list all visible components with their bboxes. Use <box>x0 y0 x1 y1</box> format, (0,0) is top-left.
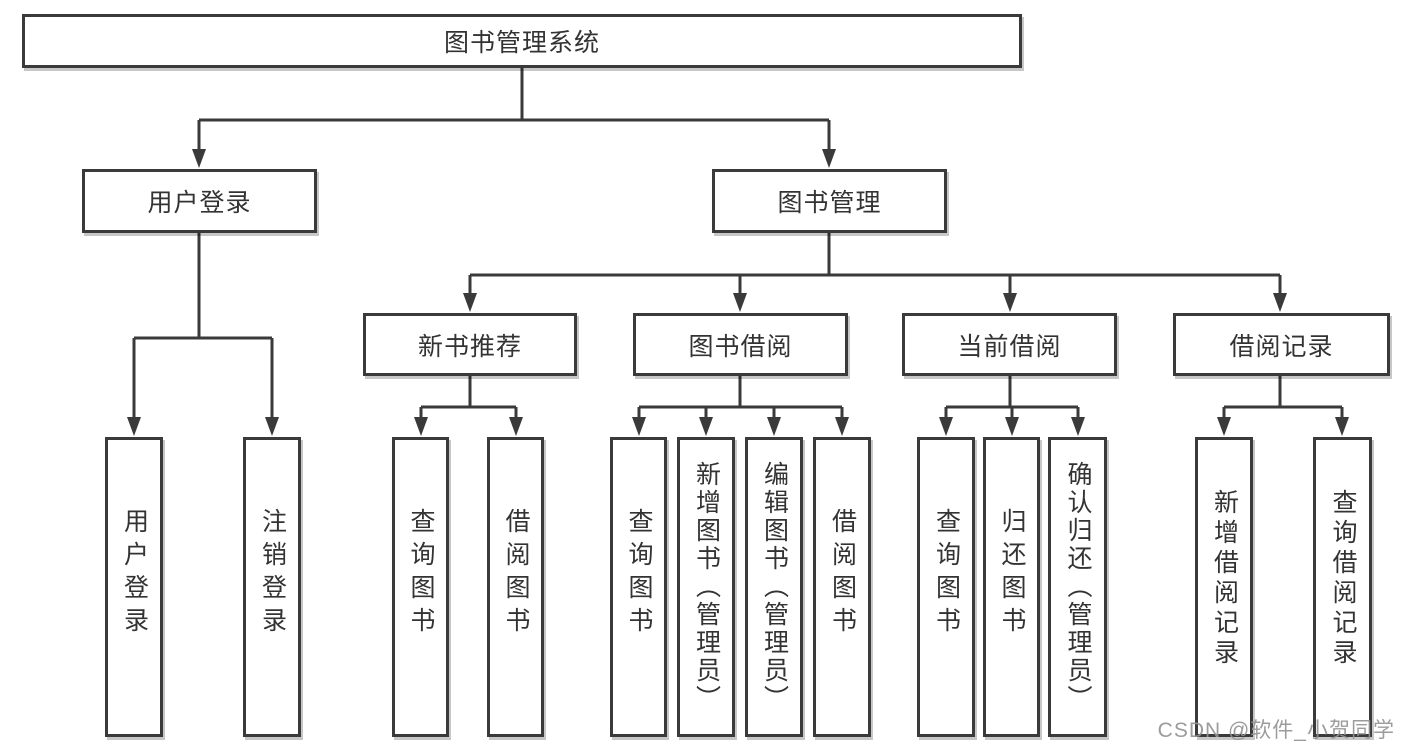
leaf-current-query-books: 查询图书 <box>917 437 975 737</box>
node-current-borrowing: 当前借阅 <box>902 313 1117 376</box>
node-book-borrowing: 图书借阅 <box>633 313 848 376</box>
leaf-label: 新增借阅记录 <box>1210 489 1239 669</box>
leaf-label: 借阅图书 <box>502 508 530 640</box>
node-label: 图书管理 <box>777 189 882 217</box>
leaf-current-return-books: 归还图书 <box>983 437 1040 737</box>
node-borrow-records: 借阅记录 <box>1173 313 1390 376</box>
leaf-borrow-borrow-books: 借阅图书 <box>813 437 871 737</box>
node-label: 当前借阅 <box>957 332 1062 361</box>
leaf-label: 查询图书 <box>407 508 435 640</box>
leaf-label: 借阅图书 <box>828 508 857 640</box>
leaf-user-login: 用户登录 <box>105 437 163 737</box>
leaf-label: 查询图书 <box>932 508 961 640</box>
leaf-label: 编辑图书（管理员） <box>760 461 789 713</box>
leaf-label: 用户登录 <box>120 508 149 640</box>
node-label: 新书推荐 <box>417 332 522 361</box>
leaf-records-add-record: 新增借阅记录 <box>1195 437 1253 737</box>
node-library-system: 图书管理系统 <box>22 14 1022 68</box>
leaf-current-confirm-return-admin: 确认归还（管理员） <box>1048 437 1107 737</box>
node-label: 图书借阅 <box>688 332 793 361</box>
node-book-management: 图书管理 <box>712 169 947 233</box>
node-label: 用户登录 <box>147 189 252 217</box>
leaf-newrec-borrow-books: 借阅图书 <box>487 437 544 737</box>
node-new-book-recommend: 新书推荐 <box>363 313 577 376</box>
node-label: 借阅记录 <box>1229 332 1334 361</box>
leaf-label: 查询借阅记录 <box>1329 489 1357 669</box>
node-label: 图书管理系统 <box>443 29 600 57</box>
leaf-label: 确认归还（管理员） <box>1064 461 1092 713</box>
leaf-label: 注销登录 <box>258 508 287 640</box>
leaf-borrow-edit-books-admin: 编辑图书（管理员） <box>745 437 803 737</box>
leaf-label: 归还图书 <box>998 508 1026 640</box>
leaf-borrow-query-books: 查询图书 <box>610 437 667 737</box>
csdn-watermark: CSDN @软件_小贺同学 <box>1157 719 1395 742</box>
connector-lines <box>132 68 1344 421</box>
leaf-records-query-record: 查询借阅记录 <box>1313 437 1372 737</box>
node-user-login: 用户登录 <box>82 169 317 233</box>
leaf-label: 新增图书（管理员） <box>692 461 721 713</box>
leaf-newrec-query-books: 查询图书 <box>392 437 449 737</box>
leaf-borrow-add-books-admin: 新增图书（管理员） <box>677 437 735 737</box>
leaf-label: 查询图书 <box>625 508 653 640</box>
leaf-logout: 注销登录 <box>243 437 301 737</box>
